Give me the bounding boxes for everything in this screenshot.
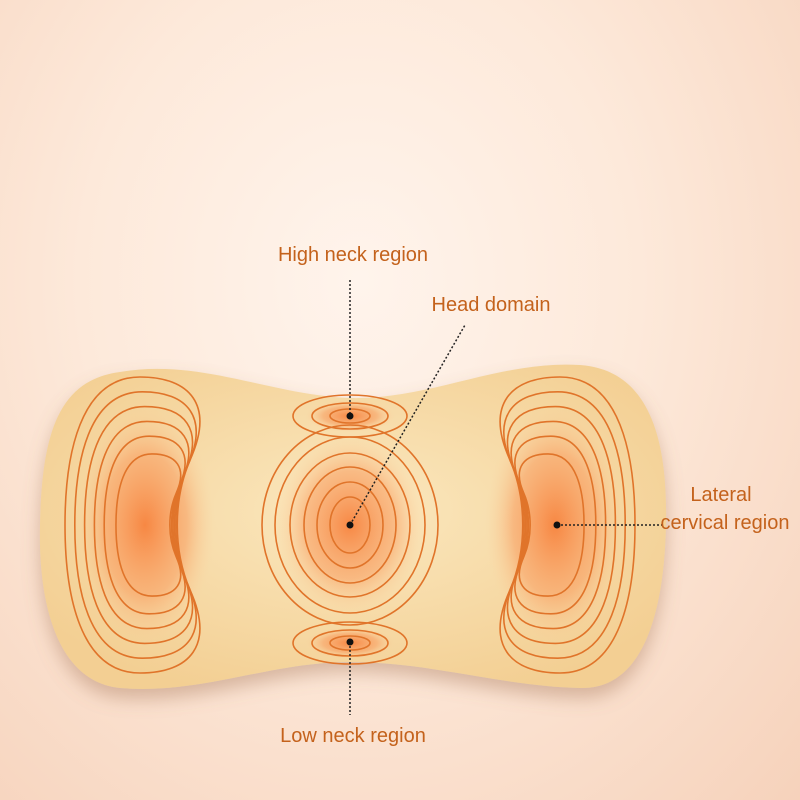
lateral-label-line1: Lateral [690,484,752,506]
high-neck-label: High neck region [277,244,429,266]
right-contour [519,454,584,596]
center-contour [316,481,384,569]
lateral-label-line2: cervical region [660,512,790,534]
contour-lines [65,377,635,673]
left-contour [116,454,181,596]
high-neck-contour [311,402,389,430]
head-domain-label: Head domain [431,294,551,316]
head-dot [346,521,354,529]
left-contour [65,377,200,673]
center-contour [303,466,397,584]
high-neck-contour [292,394,408,438]
leader-lines [349,280,665,715]
center-contour [261,424,439,626]
center-contour [289,452,411,598]
marker-dots [346,412,561,646]
low-neck-dot [346,638,354,646]
high-neck-dot [346,412,354,420]
head-leader [349,324,466,526]
center-contour [329,496,371,554]
lateral-dot [553,521,561,529]
heat-left [75,405,215,645]
right-contour [500,377,635,673]
low-neck-label: Low neck region [280,725,426,747]
